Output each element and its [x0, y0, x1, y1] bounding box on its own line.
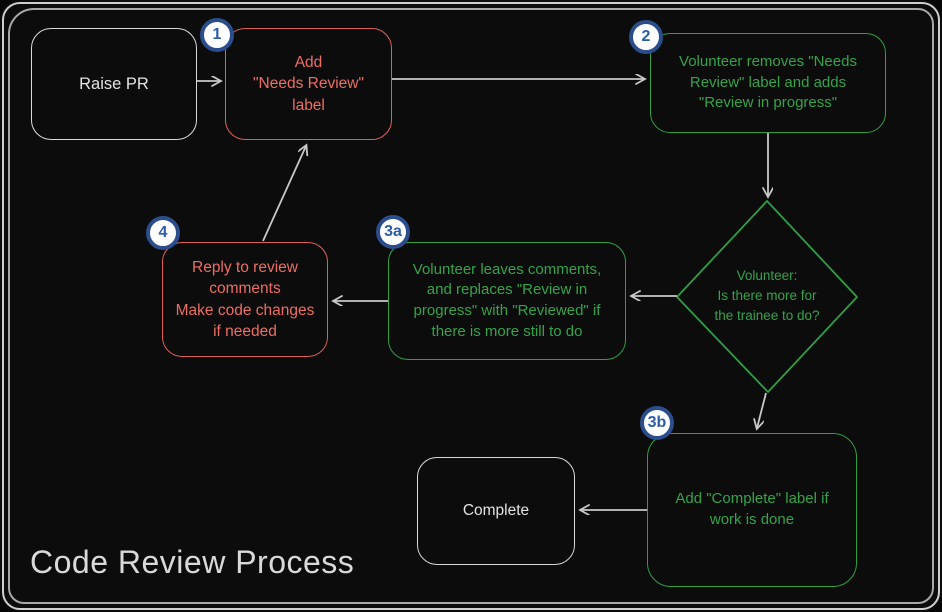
step-badge-3a: 3a: [376, 215, 410, 249]
decision-node-label: Volunteer: Is there more for the trainee…: [714, 267, 820, 324]
node-reply-to-review-comments: Reply to review comments Make code chang…: [162, 242, 328, 357]
arrow-step4-to-step1: [262, 146, 306, 242]
node-add-needs-review-label: Add "Needs Review" label: [225, 28, 392, 140]
node-add-complete-label: Add "Complete" label if work is done: [647, 433, 857, 587]
step-badge-2: 2: [629, 20, 663, 54]
arrow-decision-to-step3b: [757, 392, 767, 428]
node-volunteer-removes-label: Volunteer removes "Needs Review" label a…: [650, 33, 886, 133]
step-badge-4: 4: [146, 216, 180, 250]
node-volunteer-leaves-comments: Volunteer leaves comments, and replaces …: [388, 242, 626, 360]
node-complete: Complete: [417, 457, 575, 565]
node-raise-pr: Raise PR: [31, 28, 197, 140]
step-badge-3b: 3b: [640, 406, 674, 440]
step-badge-1: 1: [200, 18, 234, 52]
diagram-title: Code Review Process: [30, 544, 355, 580]
